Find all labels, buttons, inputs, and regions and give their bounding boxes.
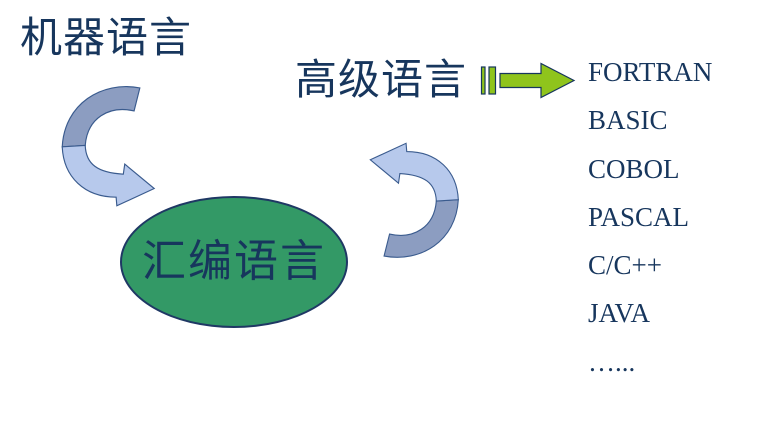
high-level-language-label: 高级语言 — [295, 58, 468, 104]
curved-up-arrow-icon — [369, 142, 459, 258]
machine-language-label: 机器语言 — [20, 16, 193, 62]
curved-down-arrow-icon — [61, 86, 156, 207]
language-list-item: C/C++ — [588, 250, 662, 281]
language-list: FORTRAN BASIC COBOL PASCAL C/C++ JAVA ….… — [588, 48, 712, 386]
language-list-item: FORTRAN — [588, 57, 713, 87]
language-list-item: …... — [588, 346, 636, 377]
assembly-language-ellipse: 汇编语言 — [120, 196, 348, 328]
language-list-item: BASIC — [588, 105, 668, 136]
language-list-item: PASCAL — [588, 201, 690, 232]
language-list-item: JAVA — [588, 298, 651, 329]
language-list-item: COBOL — [588, 153, 680, 184]
assembly-language-label: 汇编语言 — [142, 237, 326, 286]
striped-right-arrow-icon — [480, 62, 576, 99]
